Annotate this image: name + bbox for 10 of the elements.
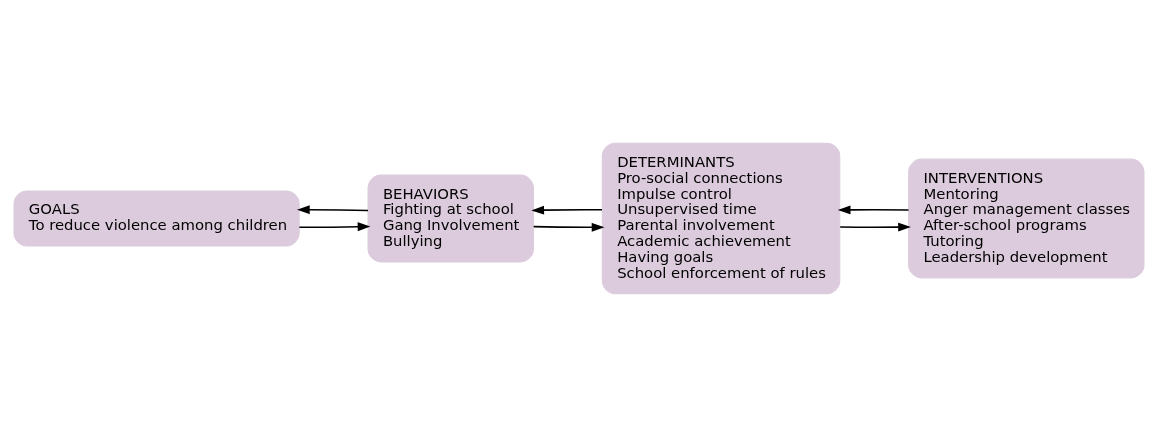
node-box: GOALS To reduce violence among children (13, 190, 300, 247)
arrow (296, 205, 369, 215)
arrow (298, 222, 371, 232)
node-box: DETERMINANTS Pro-social connections Impulse control Unsupervised time Parental involvement Academic achievement Having goals School enforcement of rules (601, 142, 841, 295)
node-box: INTERVENTIONS Mentoring Anger management classes After-school programs Tutoring Leadership development (908, 158, 1145, 279)
arrow (532, 222, 605, 232)
arrow (531, 205, 603, 215)
arrow (837, 205, 910, 215)
node-box: BEHAVIORS Fighting at school Gang Involvement Bullying (367, 174, 534, 263)
arrow (839, 222, 911, 232)
